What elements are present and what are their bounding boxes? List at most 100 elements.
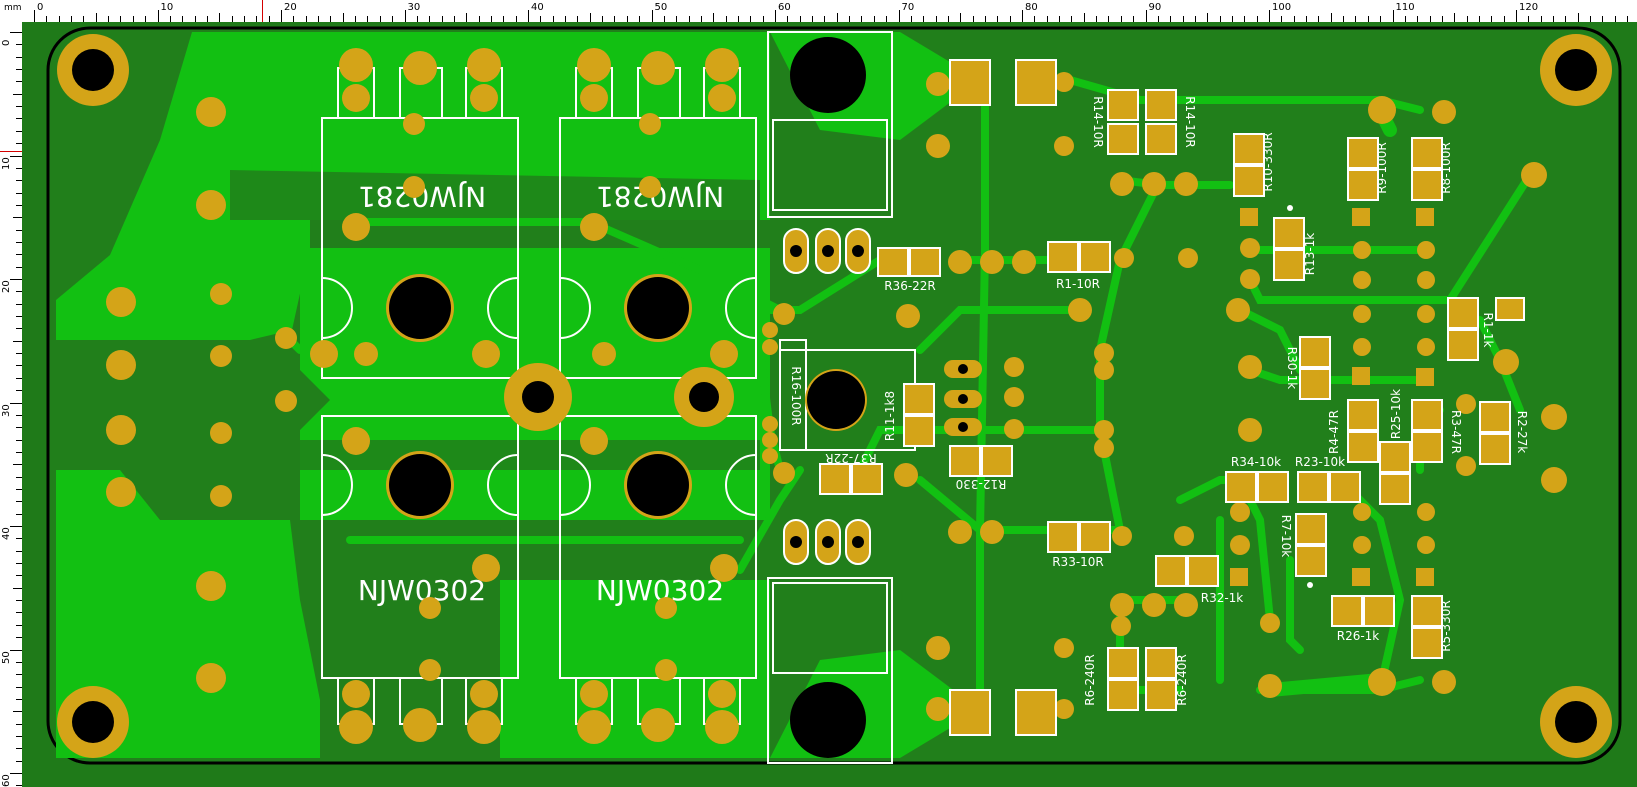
ruler-tick <box>1108 16 1110 22</box>
ruler-tick <box>1256 16 1258 22</box>
ruler-tick <box>478 16 480 22</box>
ruler-tick <box>1491 16 1493 22</box>
ruler-tick <box>16 476 22 478</box>
label-r14a: R14-10R <box>1091 96 1105 148</box>
label-r32: R32-1k <box>1201 591 1244 605</box>
ruler-tick <box>1565 16 1567 22</box>
ruler-tick <box>16 106 22 108</box>
ruler-tick <box>960 13 962 22</box>
ruler-tick <box>1404 16 1406 22</box>
ruler-tick <box>10 526 22 527</box>
ruler-tick <box>614 16 616 22</box>
ruler-tick <box>972 16 974 22</box>
ruler-tick <box>787 16 789 22</box>
ruler-tick <box>13 711 22 713</box>
component-labels: R14-10R R14-10R R10-330R R9-100R R8-100R… <box>789 96 1529 706</box>
ruler-tick <box>16 414 22 416</box>
ruler-left-label: 60 <box>1 774 12 787</box>
ruler-tick <box>775 10 776 22</box>
ruler-tick <box>16 439 22 441</box>
ruler-tick <box>1417 16 1419 22</box>
ruler-tick <box>16 118 22 120</box>
ruler-tick <box>1046 16 1048 22</box>
ruler-tick <box>206 16 208 22</box>
label-r4: R4-47R <box>1327 410 1341 454</box>
oval-holes <box>790 245 968 548</box>
label-r9: R9-100R <box>1375 142 1389 194</box>
ruler-tick <box>13 93 22 95</box>
ruler-tick <box>577 16 579 22</box>
ruler-left-label: 30 <box>1 403 12 417</box>
label-r25: R25-10k <box>1389 389 1403 439</box>
ruler-tick <box>1083 13 1085 22</box>
ruler-top-label: 30 <box>407 2 421 13</box>
ruler-top-label: 120 <box>1519 2 1539 13</box>
ruler-tick <box>16 143 22 145</box>
ruler-tick <box>1627 16 1629 22</box>
ruler-tick <box>503 16 505 22</box>
ruler-tick <box>1170 16 1172 22</box>
ruler-tick <box>429 16 431 22</box>
ruler-tick <box>997 16 999 22</box>
ruler-tick <box>305 16 307 22</box>
ruler-tick <box>1059 16 1061 22</box>
ruler-tick <box>16 192 22 194</box>
cursor-position-marker <box>262 0 263 22</box>
ruler-tick <box>16 735 22 737</box>
ruler-tick <box>182 16 184 22</box>
ruler-top-label: 100 <box>1272 2 1292 13</box>
ruler-tick <box>157 10 159 22</box>
ruler-tick <box>1602 16 1604 22</box>
ruler-tick <box>1528 16 1530 22</box>
ruler-tick <box>16 612 22 614</box>
smd-large-pads <box>949 59 1057 736</box>
ruler-tick <box>1145 10 1147 22</box>
ruler-tick <box>1231 16 1233 22</box>
ruler-tick <box>1071 16 1073 22</box>
ruler-top-label: 0 <box>37 2 44 13</box>
ruler-tick <box>16 229 22 231</box>
ruler-tick <box>342 13 344 22</box>
ruler-left-label: 20 <box>1 280 12 293</box>
ruler-tick <box>1133 16 1135 22</box>
pads <box>106 48 1567 744</box>
ruler-tick <box>490 16 492 22</box>
ruler-tick <box>16 291 22 293</box>
ruler-tick <box>256 16 258 22</box>
ruler-tick <box>16 44 22 46</box>
label-r14b: R14-10R <box>1183 96 1197 148</box>
ruler-tick <box>1392 10 1394 22</box>
ruler-tick <box>898 10 900 22</box>
ruler-tick <box>1096 16 1098 22</box>
ruler-tick <box>46 16 48 22</box>
ruler-tick <box>700 16 702 22</box>
ruler-top-label: 60 <box>778 2 791 13</box>
ruler-top-label: 70 <box>901 2 915 13</box>
ruler-tick <box>1614 16 1616 22</box>
ruler-tick <box>552 16 554 22</box>
ruler-tick <box>16 785 22 787</box>
ruler-tick <box>16 686 22 688</box>
ruler-tick <box>1577 13 1579 22</box>
pcb-board[interactable]: NJW0281 NJW0281 NJW0302 NJW0302 <box>22 22 1637 787</box>
ruler-top-label: 40 <box>531 2 544 13</box>
ruler-tick <box>16 550 22 552</box>
ruler-left-label: 40 <box>1 527 12 540</box>
label-r5: R5-330R <box>1439 600 1453 652</box>
ruler-tick <box>13 587 22 589</box>
label-r1a: R1-10R <box>1056 277 1100 291</box>
pcb-canvas[interactable]: NJW0281 NJW0281 NJW0302 NJW0302 <box>22 22 1637 787</box>
mounting-holes <box>57 34 1612 758</box>
label-r6a: R6-240R <box>1083 654 1097 706</box>
ruler-tick <box>1441 16 1443 22</box>
ruler-unit-label: mm <box>0 0 26 22</box>
ruler-tick <box>676 16 678 22</box>
label-r11: R11-1k8 <box>883 391 897 441</box>
ruler-tick <box>886 16 888 22</box>
ruler-tick <box>984 16 986 22</box>
ruler-tick <box>16 624 22 626</box>
ruler-tick <box>16 254 22 256</box>
ruler-tick <box>873 16 875 22</box>
